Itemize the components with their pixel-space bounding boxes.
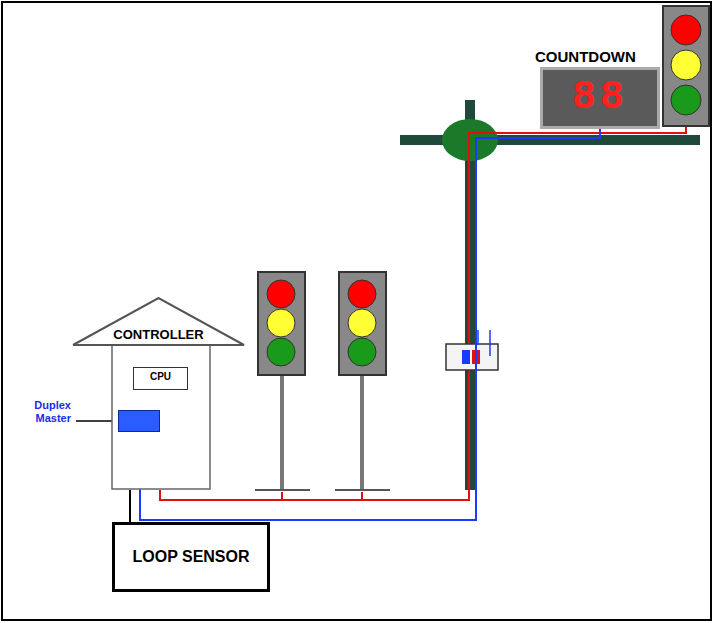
traffic-light [255, 272, 310, 490]
countdown-display: COUNTDOWN88 [540, 67, 660, 129]
wire-connector [129, 490, 131, 522]
loop-sensor-box: LOOP SENSOR [112, 522, 270, 592]
red-lamp [671, 15, 701, 45]
duplex-master-label: Duplex Master [11, 399, 71, 425]
leader-line [76, 420, 116, 422]
power-wire [160, 127, 686, 500]
controller-house: CONTROLLER CPU Duplex Master [72, 297, 245, 490]
power-wire [361, 492, 363, 500]
cpu-label: CPU [134, 368, 187, 385]
junction-box [446, 330, 498, 370]
green-lamp [671, 85, 701, 115]
traffic-light [663, 6, 709, 126]
countdown-heading: COUNTDOWN [533, 48, 638, 65]
house-outline [72, 297, 245, 490]
countdown-digits: 88 [572, 76, 628, 120]
traffic-light [335, 272, 390, 490]
yellow-lamp [671, 50, 701, 80]
loop-sensor-label: LOOP SENSOR [132, 548, 249, 566]
power-wire [281, 492, 283, 500]
duplex-master-box: Duplex Master [118, 410, 160, 432]
cpu-box: CPU [133, 367, 188, 390]
controller-label: CONTROLLER [72, 327, 245, 342]
